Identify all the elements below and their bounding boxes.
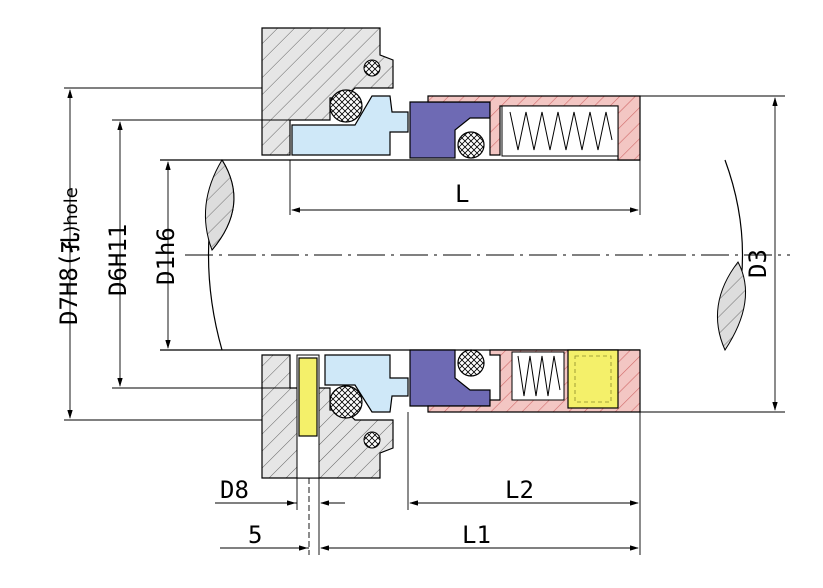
label-5: 5 <box>248 521 262 549</box>
face-oring-bottom <box>457 349 485 377</box>
shaft-section-left <box>204 159 235 251</box>
label-l1: L1 <box>462 521 491 549</box>
rotating-face-bottom <box>409 349 491 407</box>
gland-oring-bottom <box>363 431 381 449</box>
spring-bottom <box>517 355 561 397</box>
spring-top <box>509 111 613 151</box>
dimension-lines <box>64 87 785 555</box>
seat-oring-bottom <box>329 385 363 419</box>
label-d6: D6H11 <box>104 224 132 296</box>
dimension-labels: D7H8(孔)hole D6H11 D1h6 D3 L L2 L1 D8 5 <box>55 180 772 549</box>
gland-oring-top <box>363 59 381 77</box>
stationary-seat-bottom <box>324 354 409 413</box>
label-d7-prefix: D7H8( <box>55 253 83 325</box>
label-d3: D3 <box>744 249 772 278</box>
label-d8: D8 <box>220 476 249 504</box>
label-d7-hole-glyph: 孔 <box>58 233 82 253</box>
shaft-section-right <box>716 261 747 352</box>
top-half-section <box>261 27 641 161</box>
seat-oring-top <box>329 89 363 123</box>
label-d1: D1h6 <box>152 227 180 285</box>
label-l: L <box>455 180 469 208</box>
anti-rotation-pin <box>298 357 318 437</box>
spring-housing-top <box>427 95 641 161</box>
face-oring-top <box>457 131 485 159</box>
set-screw <box>567 349 619 409</box>
label-l2: L2 <box>505 476 534 504</box>
label-d7: D7H8(孔)hole <box>55 187 83 325</box>
shaft <box>160 159 790 352</box>
stationary-seat-top <box>291 95 409 156</box>
label-d7-suffix: )hole <box>61 187 82 233</box>
bottom-half-section <box>261 349 641 479</box>
